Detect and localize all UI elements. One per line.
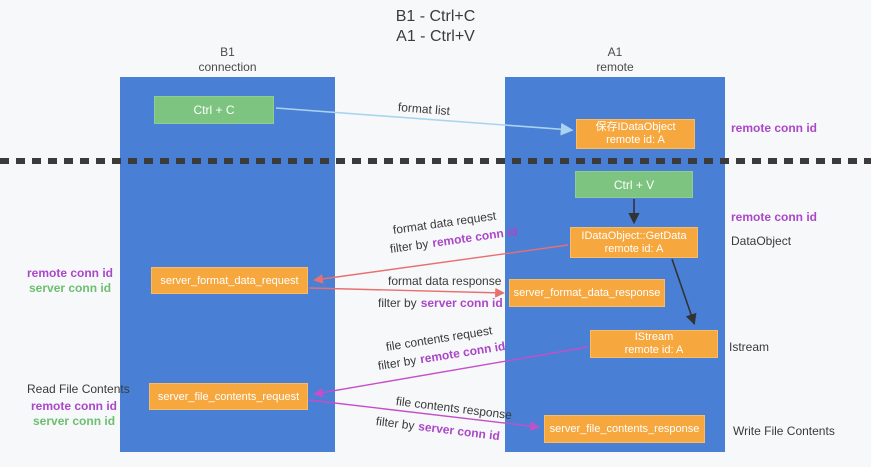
filter-by-text: filter by (375, 414, 416, 433)
istream-line2: remote id: A (624, 344, 684, 356)
ctrl-v-box: Ctrl + V (575, 171, 693, 198)
right-column-header: A1 remote (505, 45, 725, 75)
server-conn-id-annotation-left1: server conn id (29, 281, 112, 295)
ctrl-v-label: Ctrl + V (613, 177, 655, 192)
title-line-2: A1 - Ctrl+V (396, 28, 475, 45)
write-file-contents-annotation: Write File Contents (733, 424, 835, 438)
save-idataobject-line1: 保存IDataObject (595, 121, 676, 133)
getdata-line1: IDataObject::GetData (581, 229, 687, 242)
filter-by-text: filter by (389, 236, 430, 256)
title-line-1: B1 - Ctrl+C (395, 8, 476, 25)
server-format-data-response-box: server_format_data_response (509, 279, 665, 307)
server-conn-id-text: server conn id (417, 419, 501, 444)
filter-by-text: filter by (378, 296, 417, 310)
dashed-separator (0, 158, 871, 164)
istream-line1: IStream (634, 331, 674, 343)
istream-box: IStream remote id: A (590, 330, 718, 358)
right-column-subtitle: remote (596, 60, 634, 74)
remote-conn-id-annotation-left2: remote conn id (31, 399, 118, 413)
remote-conn-id-annotation-left1: remote conn id (27, 266, 114, 280)
save-idataobject-box: 保存IDataObject remote id: A (576, 119, 695, 149)
server-format-data-request-box: server_format_data_request (151, 267, 308, 294)
left-column-title: B1 (220, 45, 235, 59)
server-conn-id-text: server conn id (420, 296, 503, 310)
remote-conn-id-annotation-mid: remote conn id (731, 210, 818, 224)
format-data-response-label: format data response (388, 274, 502, 288)
idataobject-getdata-box: IDataObject::GetData remote id: A (570, 227, 698, 258)
dataobject-annotation: DataObject (731, 234, 792, 248)
server-file-contents-request-box: server_file_contents_request (149, 383, 308, 410)
remote-conn-id-annotation-top: remote conn id (731, 121, 818, 135)
save-idataobject-line2: remote id: A (606, 134, 665, 146)
getdata-line2: remote id: A (604, 242, 664, 255)
server-format-data-response-label: server_format_data_response (513, 287, 661, 299)
left-column-subtitle: connection (198, 60, 257, 74)
server-file-contents-response-box: server_file_contents_response (544, 415, 705, 443)
filter-by-text: filter by (376, 353, 418, 373)
diagram-title: B1 - Ctrl+C A1 - Ctrl+V (0, 7, 871, 47)
istream-annotation: Istream (729, 340, 770, 354)
format-list-label: format list (397, 100, 451, 119)
server-conn-id-annotation-left2: server conn id (33, 414, 116, 428)
ctrl-c-box: Ctrl + C (154, 96, 274, 124)
read-file-contents-annotation: Read File Contents (27, 382, 130, 396)
right-column-title: A1 (607, 45, 623, 59)
server-file-contents-request-label: server_file_contents_request (157, 390, 300, 403)
ctrl-c-label: Ctrl + C (193, 103, 235, 117)
format-data-response-arrow (308, 287, 505, 298)
left-column-header: B1 connection (120, 45, 335, 75)
server-file-contents-response-label: server_file_contents_response (549, 423, 700, 435)
server-format-data-request-label: server_format_data_request (160, 274, 299, 287)
